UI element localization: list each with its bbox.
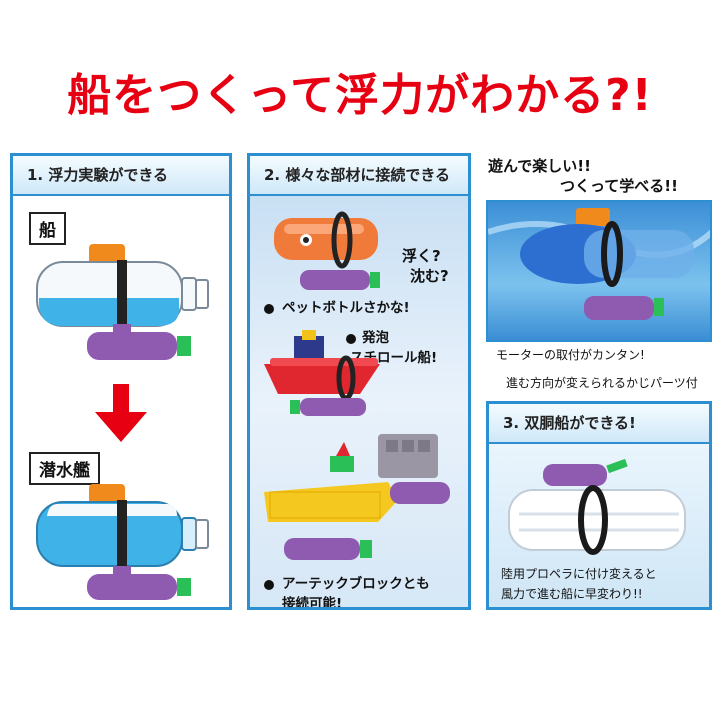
panel-buoyancy-header: 1. 浮力実験ができる <box>13 156 229 196</box>
panel-buoyancy: 1. 浮力実験ができる 船 潜水艦 <box>10 153 232 610</box>
rubber-band <box>331 211 353 269</box>
bottle-cap-white <box>195 279 209 309</box>
motor-photo-illustration <box>488 208 710 320</box>
catamaran-photo: 陸用プロペラに付け変えると 風力で進む船に早変わり!! <box>489 444 709 607</box>
rubber-band <box>578 485 608 555</box>
page-title: 船をつくって浮力がわかる?! <box>67 70 653 121</box>
motor-unit <box>284 538 360 560</box>
bullet-icon <box>264 580 274 590</box>
bottle-fish-highlight <box>284 224 364 234</box>
down-arrow-icon <box>95 384 147 442</box>
boat-hull <box>264 364 380 394</box>
ship-illustration <box>36 244 209 360</box>
tagline-line-2: つくって学べる!! <box>560 177 678 195</box>
block-boat-illustration <box>264 434 450 560</box>
label-submarine: 潜水艦 <box>29 452 100 485</box>
propeller <box>654 298 664 316</box>
air-pocket <box>47 504 177 516</box>
catamaran-caption-2: 風力で進む船に早変わり!! <box>501 587 643 601</box>
propeller <box>606 458 628 474</box>
propeller <box>290 400 300 414</box>
rubber-band <box>117 260 127 330</box>
rubber-band <box>601 221 623 287</box>
catamaran-caption-1: 陸用プロペラに付け変えると <box>501 567 657 581</box>
propeller <box>177 578 191 596</box>
panel-connections: 2. 様々な部材に接続できる 浮く? 沈む? ペットボトルさかな! 発泡 スチロ… <box>247 153 471 610</box>
bottle-cap-white <box>195 519 209 549</box>
tagline-line-1: 遊んで楽しい!! <box>488 157 591 175</box>
water-fill <box>39 298 179 326</box>
block-deck <box>264 482 398 522</box>
motor-unit <box>300 270 370 290</box>
bottle-fish-illustration <box>274 211 380 290</box>
connector-arm <box>390 482 450 504</box>
bottle-cap-orange <box>576 208 610 226</box>
photo-motor-attached <box>486 200 712 342</box>
propeller <box>177 336 191 356</box>
rubber-band <box>117 500 127 570</box>
bottle-neck <box>181 517 197 551</box>
motor-unit <box>87 332 177 360</box>
caption-block-2: 接続可能! <box>282 596 343 610</box>
bullet-icon <box>264 304 274 314</box>
motor-mount <box>113 324 131 336</box>
bottle-neck <box>181 277 197 311</box>
bottle-cap-orange <box>89 244 125 264</box>
caption-bottle-fish: ペットボトルさかな! <box>282 300 410 316</box>
bubble-line-2: 沈む? <box>410 267 449 285</box>
submarine-illustration <box>36 484 209 600</box>
label-ship: 船 <box>29 212 66 245</box>
propeller <box>360 540 372 558</box>
catamaran-illustration <box>508 458 686 555</box>
motor-mount <box>113 566 131 578</box>
motor-unit <box>543 464 607 486</box>
panel-connections-header: 2. 様々な部材に接続できる <box>250 156 468 196</box>
bullet-icon <box>346 334 356 344</box>
panel-catamaran: 3. 双胴船ができる! 陸用プロペラに付け変えると 風力で進む船に早変わり!! <box>486 401 712 610</box>
motor-unit <box>87 574 177 600</box>
note-motor-easy: モーターの取付がカンタン! <box>496 348 645 362</box>
motor-unit <box>300 398 366 416</box>
motor-unit <box>584 296 654 320</box>
bubble-line-1: 浮く? <box>402 247 441 265</box>
note-rudder: 進む方向が変えられるかじパーツ付 <box>506 376 698 390</box>
panel-catamaran-header: 3. 双胴船ができる! <box>489 404 709 444</box>
propeller <box>370 272 380 288</box>
bottle-cap-orange <box>89 484 125 504</box>
block-flag <box>336 442 350 456</box>
foam-boat-illustration <box>264 330 380 416</box>
caption-block-1: アーテックブロックとも <box>282 576 430 592</box>
caption-foam-1: 発泡 <box>362 330 389 346</box>
